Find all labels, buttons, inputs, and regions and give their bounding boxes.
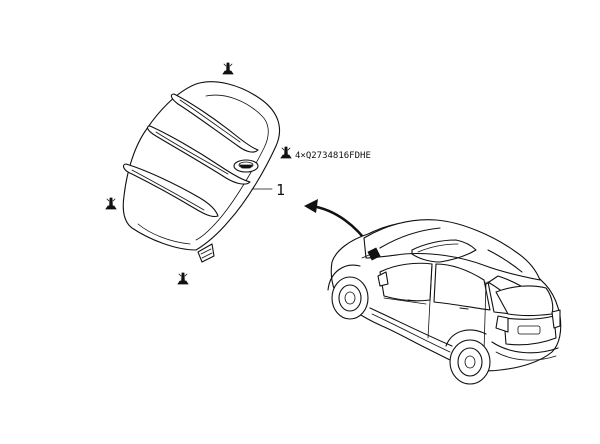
push-clip-fastener-icon: [177, 272, 189, 285]
push-clip-fastener-icon: [222, 62, 234, 75]
push-clip-fastener-icon: [105, 197, 117, 210]
part-number-label: 1: [276, 181, 285, 199]
fastener-spec-label: 4×Q2734816FDHE: [295, 151, 371, 161]
trim-panel-part: [122, 81, 280, 263]
vehicle-icon: [327, 219, 562, 385]
push-clip-fastener-icon: [280, 146, 292, 159]
